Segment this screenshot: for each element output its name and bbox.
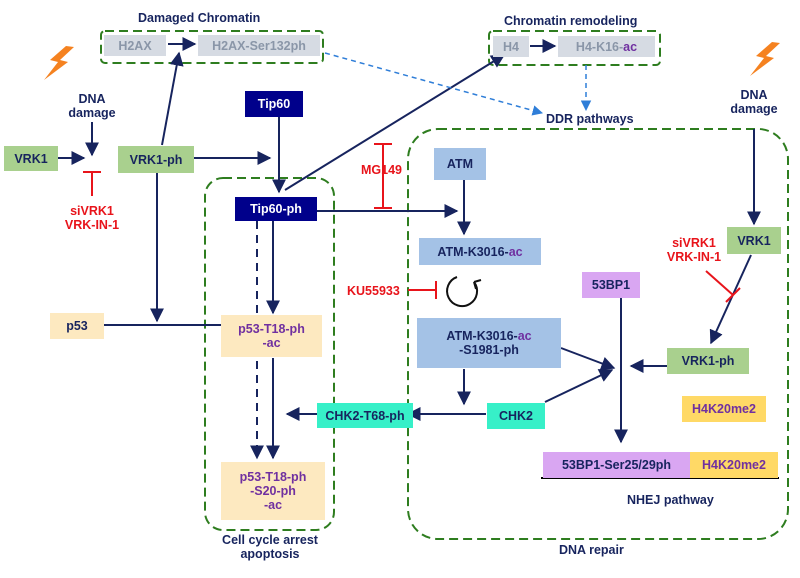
circular-arrow-icon xyxy=(446,276,482,308)
cell-cycle-frame xyxy=(204,177,335,531)
vrk1-ph-node-left: VRK1-ph xyxy=(118,146,194,173)
53bp1-ser25-29ph-node: 53BP1-Ser25/29ph xyxy=(543,452,690,478)
dna-damage-left-label: DNA damage xyxy=(68,92,116,120)
lightning-bolt-icon xyxy=(44,46,74,80)
inhibitor-sivrk1-right: siVRK1 VRK-IN-1 xyxy=(666,236,722,264)
vrk1-node-left: VRK1 xyxy=(4,146,58,171)
h4-k16-ac-node: H4-K16-ac xyxy=(558,36,655,57)
nhej-pathway-label: NHEJ pathway xyxy=(627,493,714,507)
lightning-bolt-icon xyxy=(750,42,780,76)
h4-node: H4 xyxy=(493,36,529,57)
inhibitor-mg149: MG149 xyxy=(361,163,402,177)
inhibitor-ku55933: KU55933 xyxy=(347,284,400,298)
tip60-node: Tip60 xyxy=(245,91,303,117)
h4k20me2-node: H4K20me2 xyxy=(682,396,766,422)
cell-cycle-label: Cell cycle arrest apoptosis xyxy=(222,533,318,561)
damaged-chromatin-frame xyxy=(100,30,324,64)
chk2-t68-ph-node: CHK2-T68-ph xyxy=(317,403,413,428)
h2ax-ser132ph-node: H2AX-Ser132ph xyxy=(198,35,320,56)
p53-node: p53 xyxy=(50,313,104,339)
chromatin-remodeling-label: Chromatin remodeling xyxy=(504,14,638,28)
p53-t18-ph-ac-node: p53-T18-ph -ac xyxy=(221,315,322,357)
vrk1-ph-node-right: VRK1-ph xyxy=(667,348,749,374)
tip60-ph-node: Tip60-ph xyxy=(235,197,317,221)
h2ax-node: H2AX xyxy=(104,35,166,56)
chromatin-remodeling-frame xyxy=(488,30,661,66)
damaged-chromatin-label: Damaged Chromatin xyxy=(138,11,261,25)
chk2-node: CHK2 xyxy=(487,403,545,429)
dna-repair-label: DNA repair xyxy=(559,543,624,557)
dna-damage-right-label: DNA damage xyxy=(730,88,778,116)
vrk1-node-right: VRK1 xyxy=(727,227,781,254)
atm-node: ATM xyxy=(434,148,486,180)
h4k20me2-bottom-node: H4K20me2 xyxy=(690,452,778,478)
p53-t18-s20-node: p53-T18-ph -S20-ph -ac xyxy=(221,462,325,520)
atm-k3016-s1981-node: ATM-K3016-ac -S1981-ph xyxy=(417,318,561,368)
ddr-pathways-label: DDR pathways xyxy=(546,112,634,126)
dna-repair-frame xyxy=(407,128,789,540)
inhibitor-sivrk1-left: siVRK1 VRK-IN-1 xyxy=(64,204,120,232)
53bp1-node: 53BP1 xyxy=(582,272,640,298)
atm-k3016-ac-node: ATM-K3016-ac xyxy=(419,238,541,265)
